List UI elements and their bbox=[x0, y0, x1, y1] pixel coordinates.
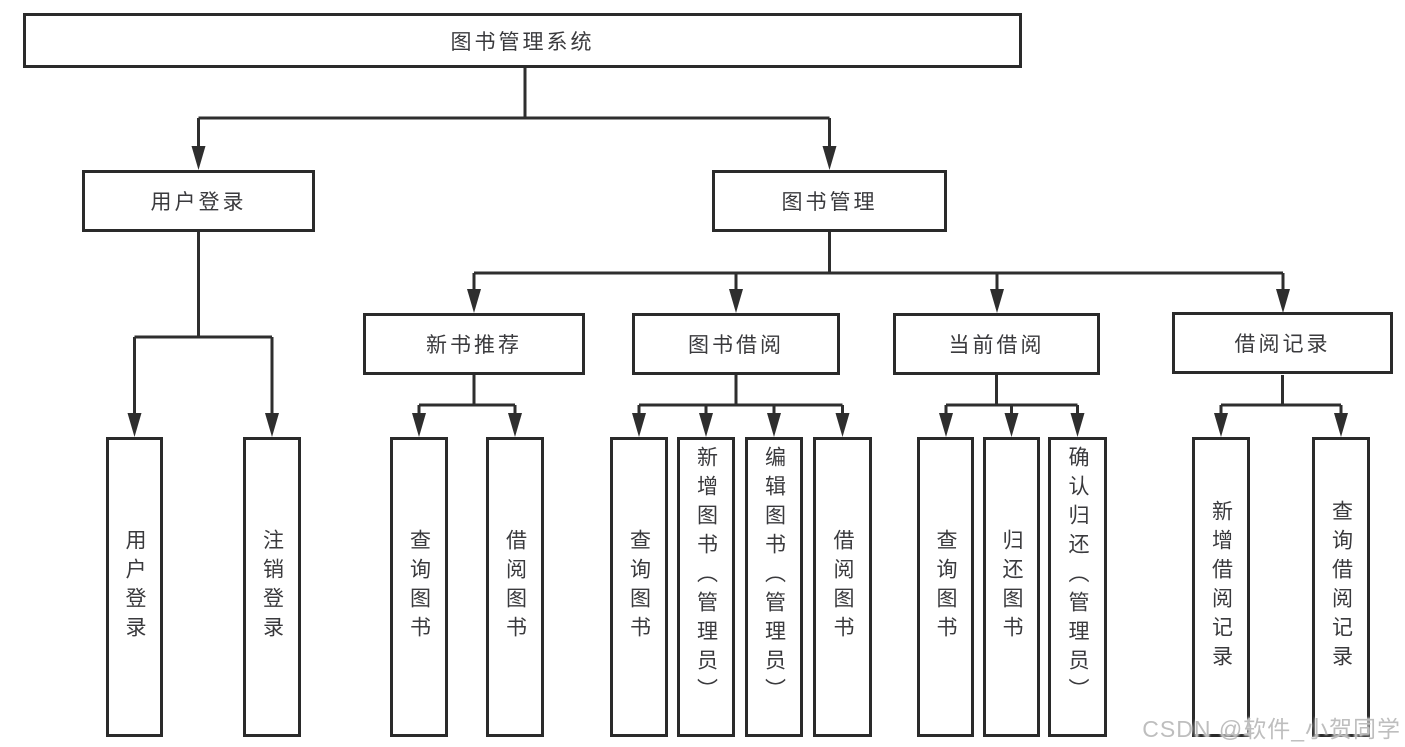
leaf-label: 用户登录 bbox=[123, 529, 147, 645]
leaf-borrow-books: 借阅图书 bbox=[813, 437, 872, 737]
csdn-watermark: CSDN @软件_小贺同学 bbox=[1142, 716, 1401, 742]
node-current-borrow: 当前借阅 bbox=[893, 313, 1100, 375]
node-label: 图书管理 bbox=[781, 191, 878, 214]
leaf-label: 查询图书 bbox=[627, 529, 651, 645]
connector-newbook-to-leaves bbox=[412, 375, 522, 437]
connector-currentborrow-to-leaves bbox=[939, 375, 1085, 437]
leaf-label: 借阅图书 bbox=[831, 529, 855, 645]
leaf-label: 归还图书 bbox=[1000, 529, 1024, 645]
leaf-label: 查询借阅记录 bbox=[1329, 500, 1353, 674]
connector-root-to-level2 bbox=[191, 68, 837, 170]
node-label: 图书管理系统 bbox=[450, 30, 595, 54]
leaf-query-books-borrow: 查询图书 bbox=[610, 437, 668, 737]
leaf-label: 注销登录 bbox=[260, 529, 284, 645]
node-label: 用户登录 bbox=[150, 191, 247, 214]
leaf-user-login: 用户登录 bbox=[106, 437, 163, 737]
leaf-borrow-books-recommend: 借阅图书 bbox=[486, 437, 544, 737]
leaf-return-books: 归还图书 bbox=[983, 437, 1040, 737]
leaf-add-books-admin: 新增图书（管理员） bbox=[677, 437, 735, 737]
node-borrow-records: 借阅记录 bbox=[1172, 312, 1393, 374]
node-new-book-recommend: 新书推荐 bbox=[363, 313, 585, 375]
leaf-query-books-current: 查询图书 bbox=[917, 437, 974, 737]
leaf-label: 新增图书（管理员） bbox=[694, 446, 718, 707]
node-label: 借阅记录 bbox=[1234, 333, 1331, 356]
node-label: 图书借阅 bbox=[688, 334, 784, 357]
connector-bookborrow-to-leaves bbox=[632, 375, 850, 437]
leaf-confirm-return-admin: 确认归还（管理员） bbox=[1048, 437, 1107, 737]
node-label: 新书推荐 bbox=[426, 334, 522, 357]
leaf-query-borrow-record: 查询借阅记录 bbox=[1312, 437, 1370, 737]
node-book-management: 图书管理 bbox=[712, 170, 947, 232]
leaf-label: 编辑图书（管理员） bbox=[762, 446, 786, 707]
leaf-label: 查询图书 bbox=[934, 529, 958, 645]
leaf-logout: 注销登录 bbox=[243, 437, 301, 737]
leaf-label: 借阅图书 bbox=[503, 529, 527, 645]
leaf-label: 查询图书 bbox=[407, 529, 431, 645]
node-user-login: 用户登录 bbox=[82, 170, 315, 232]
leaf-edit-books-admin: 编辑图书（管理员） bbox=[745, 437, 803, 737]
leaf-label: 确认归还（管理员） bbox=[1066, 446, 1090, 707]
node-library-management-system: 图书管理系统 bbox=[23, 13, 1022, 68]
leaf-query-books-recommend: 查询图书 bbox=[390, 437, 448, 737]
leaf-label: 新增借阅记录 bbox=[1209, 500, 1233, 674]
leaf-add-borrow-record: 新增借阅记录 bbox=[1192, 437, 1250, 737]
node-book-borrow: 图书借阅 bbox=[632, 313, 840, 375]
connector-userlogin-to-leaves bbox=[127, 232, 279, 437]
node-label: 当前借阅 bbox=[948, 334, 1045, 357]
connector-records-to-leaves bbox=[1214, 375, 1348, 437]
connector-bookmgmt-to-level3 bbox=[467, 232, 1290, 313]
